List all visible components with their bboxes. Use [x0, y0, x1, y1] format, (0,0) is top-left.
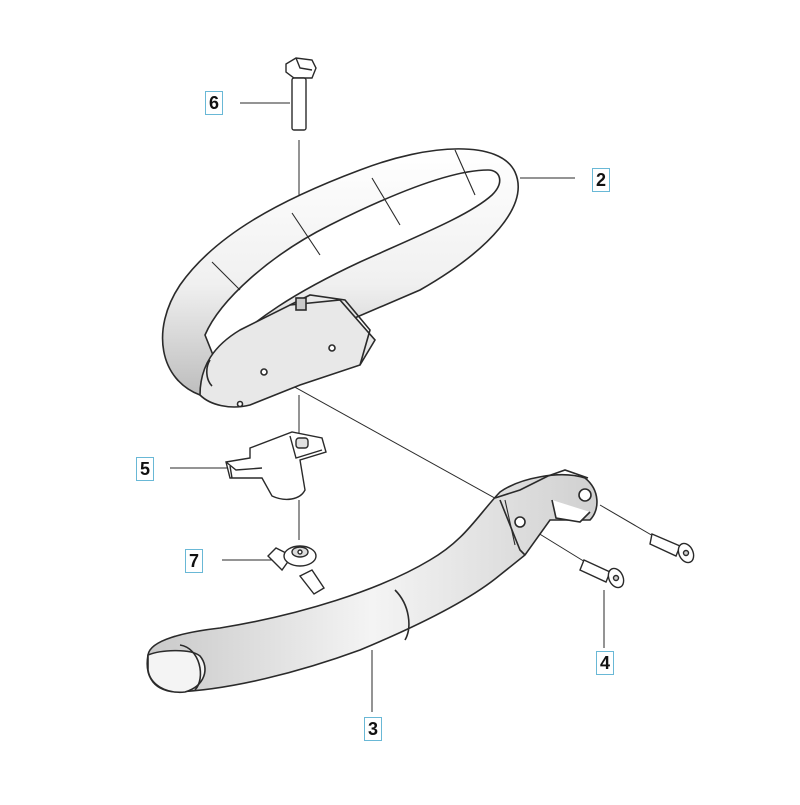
- callout-2: 2: [592, 168, 611, 192]
- loop-handle-part-2: [161, 148, 519, 408]
- bolt-part-6: [285, 57, 317, 131]
- screw-part-4-lower: [579, 559, 625, 589]
- wing-nut-part-7: [267, 545, 325, 595]
- lower-handle-part-3: [146, 469, 598, 694]
- callout-3: 3: [364, 717, 383, 741]
- callout-4: 4: [596, 651, 615, 675]
- callout-5: 5: [136, 457, 155, 481]
- screw-part-4-upper: [649, 533, 695, 564]
- clip-part-5: [225, 431, 327, 501]
- callout-6: 6: [205, 91, 224, 115]
- callout-7: 7: [185, 549, 204, 573]
